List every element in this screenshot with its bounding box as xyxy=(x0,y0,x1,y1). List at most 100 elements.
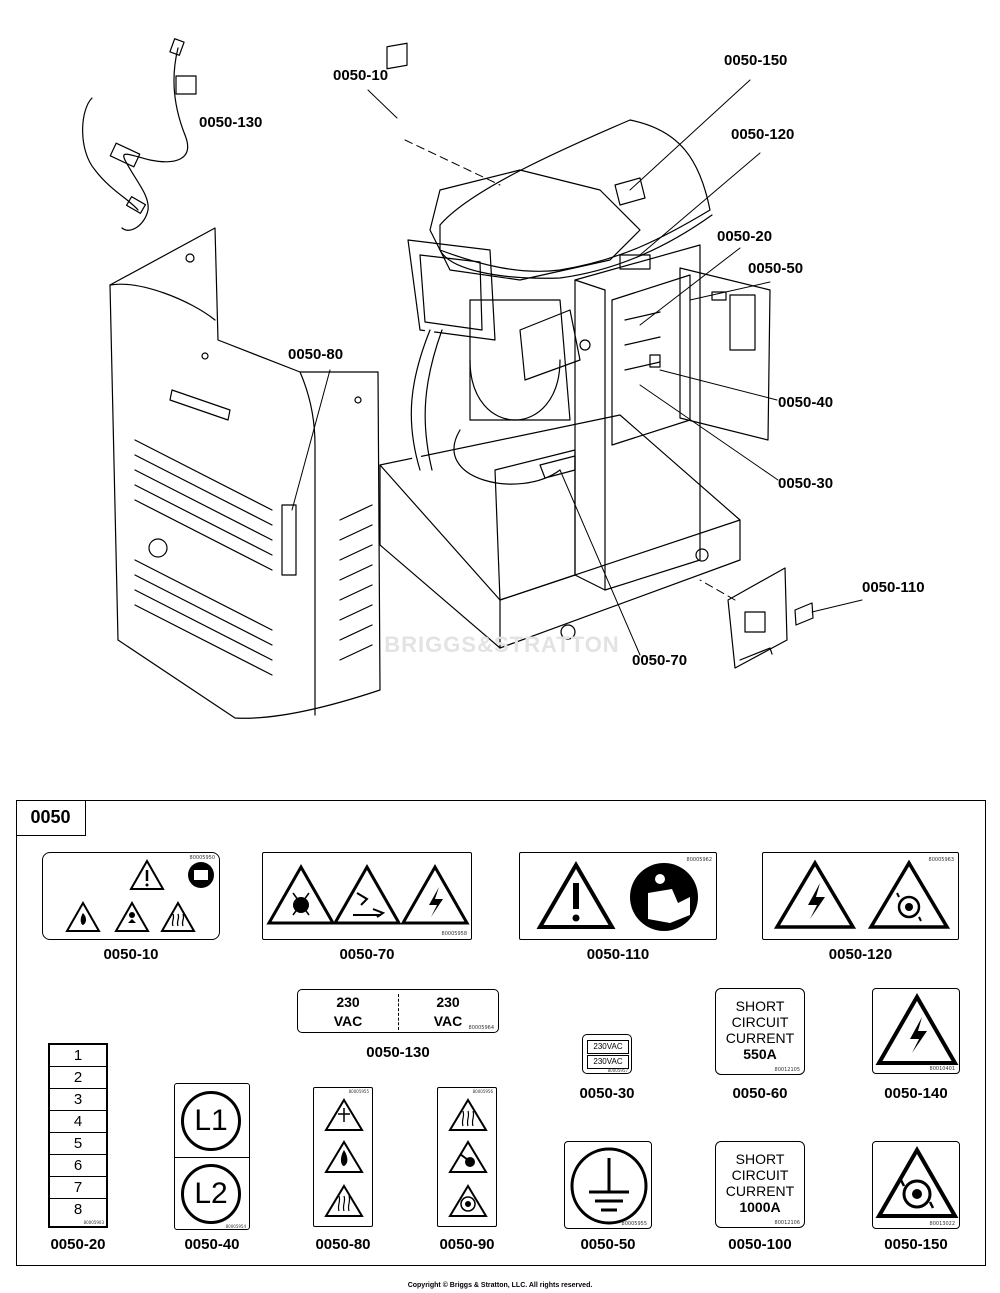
short-circuit-line: SHORT xyxy=(735,998,785,1014)
divider xyxy=(398,994,399,1030)
part-number: 80010401 xyxy=(929,1066,955,1072)
wire-harness xyxy=(82,38,197,231)
decal-0050-100: SHORT CIRCUIT CURRENT 1000A 80012106 xyxy=(715,1141,805,1228)
engine-assembly xyxy=(406,169,641,485)
label-0050-150: 0050-150 xyxy=(884,1236,948,1253)
circuit-number: 4 xyxy=(50,1111,106,1133)
circuit-number-list: 1 2 3 4 5 6 7 8 xyxy=(50,1045,106,1220)
warning-read-manual-icon xyxy=(536,861,698,931)
callout-0050-40: 0050-40 xyxy=(778,394,834,411)
decal-placement-10 xyxy=(386,42,408,70)
part-number: 80005964 xyxy=(468,1025,494,1031)
callout-0050-150: 0050-150 xyxy=(724,52,788,69)
warning-symbols-icon xyxy=(65,858,214,932)
electric-shock-icon xyxy=(875,992,959,1065)
part-number: 80005963 xyxy=(928,857,954,863)
label-0050-50: 0050-50 xyxy=(580,1236,636,1253)
short-circuit-line: CURRENT xyxy=(725,1183,795,1199)
short-circuit-rating: 550A xyxy=(743,1046,777,1062)
decal-0050-30: 230VAC 230VAC 80005957 xyxy=(582,1034,632,1074)
divider xyxy=(175,1157,249,1158)
leader-lines xyxy=(291,79,863,656)
voltage-value: 230 xyxy=(336,994,360,1010)
short-circuit-line: CIRCUIT xyxy=(731,1167,789,1183)
decal-0050-20: 1 2 3 4 5 6 7 8 80005903 xyxy=(48,1043,108,1228)
decal-0050-150: 80013022 xyxy=(872,1141,960,1229)
hot-entanglement-icon xyxy=(448,1098,488,1217)
decal-0050-40: L1 L2 80005954 xyxy=(174,1083,250,1230)
access-cover-plate xyxy=(727,567,814,669)
part-number: 80013022 xyxy=(929,1221,955,1227)
label-0050-70: 0050-70 xyxy=(339,946,395,963)
generator-illustration xyxy=(82,38,863,719)
callout-0050-30: 0050-30 xyxy=(778,475,834,492)
part-number: 80005955 xyxy=(621,1221,647,1227)
label-0050-90: 0050-90 xyxy=(439,1236,495,1253)
circuit-number: 6 xyxy=(50,1155,106,1177)
label-0050-20: 0050-20 xyxy=(50,1236,106,1253)
decal-0050-90: 80005956 xyxy=(437,1087,497,1227)
warning-column-icon xyxy=(324,1098,364,1217)
decal-0050-50: 80005955 xyxy=(564,1141,652,1229)
decal-0050-80: 80005955 xyxy=(313,1087,373,1227)
control-box xyxy=(574,244,771,591)
label-0050-110: 0050-110 xyxy=(586,946,650,963)
watermark-logo: BRIGGS&STRATTON xyxy=(384,632,620,657)
exploded-parts-diagram: BRIGGS&STRATTON xyxy=(82,38,925,719)
callout-0050-110: 0050-110 xyxy=(862,579,925,596)
decal-0050-140: 80010401 xyxy=(872,988,960,1074)
label-0050-120: 0050-120 xyxy=(828,946,893,963)
phase-l2-marker: L2 xyxy=(181,1164,241,1224)
part-number: 80005954 xyxy=(225,1224,246,1229)
label-0050-30: 0050-30 xyxy=(579,1085,635,1102)
short-circuit-rating: 1000A xyxy=(739,1199,781,1215)
decal-0050-70: 80005958 xyxy=(262,852,472,940)
callout-0050-70: 0050-70 xyxy=(632,652,688,669)
decal-0050-110: 80005962 xyxy=(519,852,717,940)
circuit-number: 5 xyxy=(50,1133,106,1155)
intake-cover xyxy=(439,119,713,279)
part-number: 80005958 xyxy=(441,931,467,937)
voltage-tag: 230VAC xyxy=(587,1040,629,1054)
decal-0050-120: 80005963 xyxy=(762,852,959,940)
short-circuit-line: CURRENT xyxy=(725,1030,795,1046)
part-number: 80005955 xyxy=(348,1089,369,1094)
voltage-unit: VAC xyxy=(333,1013,363,1029)
callout-0050-130: 0050-130 xyxy=(199,114,263,131)
label-0050-80: 0050-80 xyxy=(315,1236,371,1253)
part-number: 80005950 xyxy=(189,855,215,861)
short-circuit-line: CIRCUIT xyxy=(731,1014,789,1030)
callout-0050-20: 0050-20 xyxy=(717,228,773,245)
electric-rotating-hazard-icon xyxy=(773,859,951,929)
label-0050-130: 0050-130 xyxy=(366,1044,430,1061)
circuit-number: 8 xyxy=(73,1201,83,1218)
short-circuit-line: SHORT xyxy=(735,1151,785,1167)
callout-0050-80: 0050-80 xyxy=(288,346,344,363)
label-0050-60: 0050-60 xyxy=(732,1085,788,1102)
part-number: 80005956 xyxy=(472,1089,493,1094)
label-0050-100: 0050-100 xyxy=(728,1236,792,1253)
copyright-notice: Copyright © Briggs & Stratton, LLC. All … xyxy=(407,1282,593,1289)
circuit-number: 2 xyxy=(50,1067,106,1089)
part-number: 80005957 xyxy=(607,1068,628,1073)
circuit-number: 3 xyxy=(50,1089,106,1111)
circuit-number: 7 xyxy=(50,1177,106,1199)
decal-legend-box xyxy=(16,800,986,1266)
callout-0050-50: 0050-50 xyxy=(748,260,804,277)
base-frame xyxy=(379,414,741,649)
circuit-number: 1 xyxy=(50,1045,106,1067)
label-0050-140: 0050-140 xyxy=(884,1085,948,1102)
label-0050-40: 0050-40 xyxy=(184,1236,240,1253)
voltage-value: 230 xyxy=(436,994,460,1010)
callout-0050-120: 0050-120 xyxy=(731,126,795,143)
label-0050-10: 0050-10 xyxy=(103,946,159,963)
phase-l1-marker: L1 xyxy=(181,1091,241,1151)
voltage-unit: VAC xyxy=(433,1013,463,1029)
part-number: 80012106 xyxy=(774,1220,800,1226)
hazard-triangles-icon xyxy=(266,863,470,925)
front-enclosure-panel xyxy=(109,227,381,719)
callout-0050-10: 0050-10 xyxy=(333,67,389,84)
decal-0050-130: 230 VAC 230 VAC 80005964 xyxy=(297,989,499,1033)
decal-0050-60: SHORT CIRCUIT CURRENT 550A 80012105 xyxy=(715,988,805,1075)
part-number: 80005903 xyxy=(83,1220,104,1225)
